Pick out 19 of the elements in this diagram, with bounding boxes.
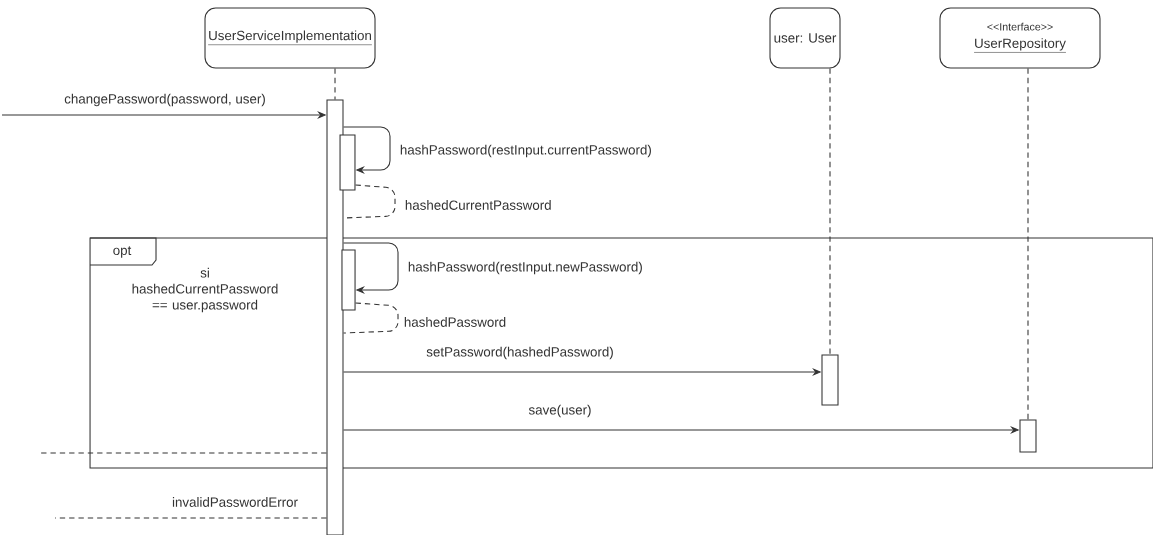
edge-label: invalidPasswordError: [170, 495, 300, 509]
lifeline-header: user: User: [769, 7, 841, 69]
lifeline-header: UserServiceImplementation: [204, 7, 376, 69]
edge-label: hashPassword(restInput.currentPassword): [398, 143, 654, 159]
message-arrow: [343, 126, 391, 175]
lifeline: [1027, 68, 1029, 420]
message-arrow: [343, 242, 399, 295]
activation-bar: [341, 249, 356, 311]
edge-label: setPassword(hashedPassword): [424, 345, 616, 361]
activation-bar: [821, 354, 839, 406]
edge-label: changePassword(password, user): [62, 92, 268, 108]
edge-label: hashPassword(restInput.newPassword): [406, 260, 645, 276]
edge-label: hashedCurrentPassword: [403, 198, 553, 212]
activation-bar: [339, 134, 356, 191]
lifeline: [334, 68, 336, 101]
edge-label: hashedPassword: [402, 315, 508, 329]
edge-label: save(user): [527, 403, 593, 419]
lifeline-header: <<Interface>> UserRepository: [939, 7, 1101, 69]
activation-bar: [1019, 419, 1037, 453]
